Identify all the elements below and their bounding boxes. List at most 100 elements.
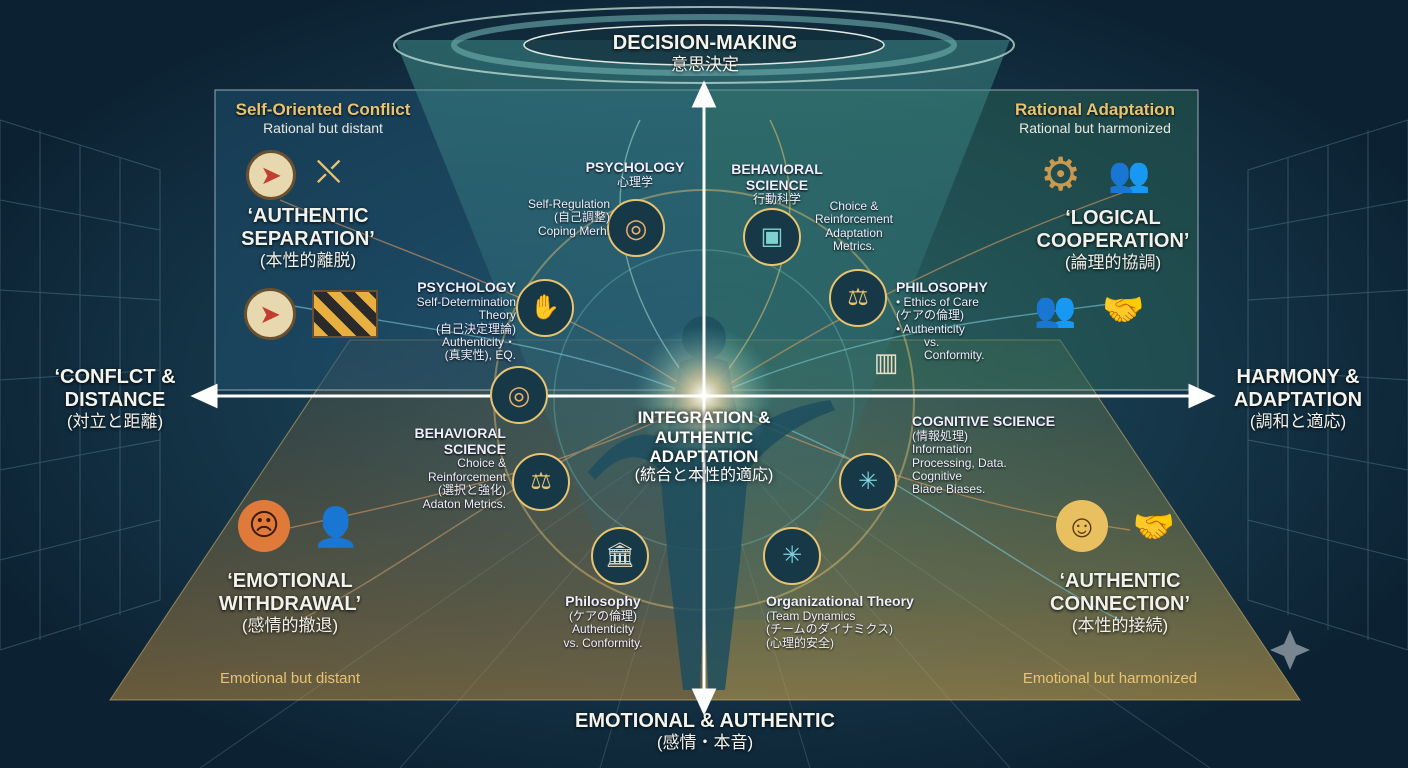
discipline-psychology-top-notes: Self-Regulation (自己調整) Coping Merh. <box>500 198 610 238</box>
person-icon: 👤 <box>312 504 356 552</box>
handshake-icon: 🤝 <box>1124 504 1184 550</box>
discipline-line: (心理的安全) <box>766 637 946 650</box>
discipline-line: Self-Determination <box>396 296 516 309</box>
discipline-line: Theory <box>396 309 516 322</box>
discipline-title: COGNITIVE SCIENCE <box>912 414 1062 430</box>
gear-icon: ⚙ <box>1040 150 1088 198</box>
discipline-title: PSYCHOLOGY <box>580 160 690 176</box>
center-title-jp: (統合と本性的適応) <box>600 467 808 485</box>
discipline-line: vs. <box>896 336 1016 349</box>
quadrant-sub: Rational but harmonized <box>990 120 1200 136</box>
smile-face-icon: ☺ <box>1056 500 1108 552</box>
quadrant-jp: (本性的離脱) <box>218 251 398 271</box>
pillar-icon: 🏛 <box>602 538 638 574</box>
quadrant-top-right-name: ‘LOGICAL COOPERATION’ (論理的協調) <box>1018 207 1208 273</box>
discipline-psychology-top: PSYCHOLOGY 心理学 <box>580 160 690 189</box>
discipline-philosophy-low: Philosophy (ケアの倫理) Authenticity vs. Conf… <box>548 594 658 650</box>
discipline-philosophy-top: PHILOSOPHY • Ethics of Care (ケアの倫理) • Au… <box>896 280 1016 363</box>
team-icon: 👥 <box>1034 284 1092 336</box>
center-title: INTEGRATION & AUTHENTIC ADAPTATION (統合と本… <box>600 408 808 485</box>
discipline-line: (自己決定理論) <box>396 323 516 336</box>
discipline-line: Processing, Data. <box>912 457 1062 470</box>
discipline-line: Information <box>912 443 1062 456</box>
axis-left-title: ‘CONFLCT & DISTANCE <box>54 366 175 411</box>
quadrant-bottom-right-footer: Emotional but harmonized <box>995 670 1225 687</box>
axis-left-label: ‘CONFLCT & DISTANCE (対立と距離) <box>40 366 190 432</box>
discipline-organizational: Organizational Theory (Team Dynamics (チー… <box>766 594 946 650</box>
discipline-line: (ケアの倫理) <box>896 309 1016 322</box>
discipline-title: Organizational Theory <box>766 594 946 610</box>
axis-bottom-jp: (感情・本音) <box>540 733 870 753</box>
discipline-title: PHILOSOPHY <box>896 280 1016 296</box>
discipline-line: Choice & <box>354 457 506 470</box>
discipline-psychology-mid: PSYCHOLOGY Self-Determination Theory (自己… <box>396 280 516 363</box>
quadrant-bottom-left-footer: Emotional but distant <box>190 670 390 687</box>
discipline-line: Reinforcement <box>804 213 904 226</box>
discipline-line: Adaton Metrics. <box>354 498 506 511</box>
puzzle-icon: ▣ <box>754 219 790 255</box>
compass-icon: ➤ <box>244 288 296 340</box>
discipline-behavioral-top-notes: Choice & Reinforcement Adaptation Metric… <box>804 200 904 254</box>
network-icon: ✳ <box>850 464 886 500</box>
quadrant-bottom-left-name: ‘EMOTIONAL WITHDRAWAL’ (感情的撤退) <box>190 570 390 636</box>
quadrant-top-left-name: ‘AUTHENTIC SEPARATION’ (本性的離脱) <box>218 205 398 271</box>
quadrant-heading: Self-Oriented Conflict <box>218 100 428 120</box>
scales-icon: ⚖ <box>840 280 876 316</box>
brain-icon: ◎ <box>618 210 654 246</box>
discipline-cognitive: COGNITIVE SCIENCE (情報処理) Information Pro… <box>912 414 1062 497</box>
quadrant-bottom-right-name: ‘AUTHENTIC CONNECTION’ (本性的接続) <box>1020 570 1220 636</box>
discipline-behavioral-low: BEHAVIORAL SCIENCE Choice & Reinforcemen… <box>354 426 506 511</box>
quadrant-jp: (本性的接続) <box>1020 616 1220 636</box>
axis-bottom-label: EMOTIONAL & AUTHENTIC (感情・本音) <box>540 710 870 753</box>
discipline-title: BEHAVIORAL <box>722 162 832 178</box>
discipline-title: PSYCHOLOGY <box>396 280 516 296</box>
axis-right-jp: (調和と適応) <box>1214 412 1382 432</box>
axis-right-label: HARMONY & ADAPTATION (調和と適応) <box>1214 366 1382 432</box>
axis-left-jp: (対立と距離) <box>40 412 190 432</box>
hand-heart-icon: ✋ <box>527 290 563 326</box>
discipline-line: Authenticity <box>548 623 658 636</box>
discipline-line: (自己調整) <box>500 211 610 224</box>
quadrant-jp: (感情的撤退) <box>190 616 390 636</box>
scales-icon: ⚖ <box>523 464 559 500</box>
angry-face-icon: ☹ <box>238 500 290 552</box>
discipline-line: Biaoe Biases. <box>912 483 1062 496</box>
quadrant-jp: (論理的協調) <box>1018 253 1208 273</box>
quadrant-name: ‘LOGICAL COOPERATION’ <box>1037 207 1190 252</box>
brain-icon: ◎ <box>501 377 537 413</box>
discipline-line: Coping Merh. <box>500 225 610 238</box>
quadrant-top-right-header: Rational Adaptation Rational but harmoni… <box>990 100 1200 136</box>
quadrant-name: ‘AUTHENTIC CONNECTION’ <box>1050 570 1190 615</box>
discipline-title: Philosophy <box>548 594 658 610</box>
discipline-line: Metrics. <box>804 240 904 253</box>
handshake-icon: 🤝 <box>1102 288 1164 332</box>
barrier-icon: ⛌ <box>316 152 372 192</box>
discipline-line: (ケアの倫理) <box>548 610 658 623</box>
discipline-line: Cognitive <box>912 470 1062 483</box>
discipline-line: (チームのダイナミクス) <box>766 623 946 636</box>
center-title-text: INTEGRATION & AUTHENTIC ADAPTATION <box>638 408 771 466</box>
discipline-jp: 心理学 <box>580 176 690 189</box>
quadrant-sub: Rational but distant <box>218 120 428 136</box>
barrier-icon <box>312 290 378 338</box>
discipline-line: Choice & <box>804 200 904 213</box>
axis-right-title: HARMONY & ADAPTATION <box>1234 366 1362 411</box>
quadrant-name: ‘EMOTIONAL WITHDRAWAL’ <box>219 570 361 615</box>
axis-top-label: DECISION-MAKING 意思決定 <box>560 32 850 75</box>
team-icon: 👥 <box>1108 150 1168 200</box>
axis-top-jp: 意思決定 <box>560 55 850 75</box>
quadrant-heading: Rational Adaptation <box>990 100 1200 120</box>
discipline-line: Adaptation <box>804 227 904 240</box>
axis-bottom-title: EMOTIONAL & AUTHENTIC <box>575 710 835 732</box>
quadrant-name: ‘AUTHENTIC SEPARATION’ <box>241 205 375 250</box>
discipline-title-2: SCIENCE <box>722 178 832 194</box>
network-icon: ✳ <box>774 538 810 574</box>
discipline-title: BEHAVIORAL SCIENCE <box>354 426 506 457</box>
quadrant-top-left-header: Self-Oriented Conflict Rational but dist… <box>218 100 428 136</box>
discipline-line: (選択と強化) <box>354 484 506 497</box>
discipline-line: • Authenticity <box>896 323 1016 336</box>
discipline-line: Conformity. <box>896 349 1016 362</box>
compass-icon: ➤ <box>246 150 296 200</box>
discipline-line: vs. Conformity. <box>548 637 658 650</box>
